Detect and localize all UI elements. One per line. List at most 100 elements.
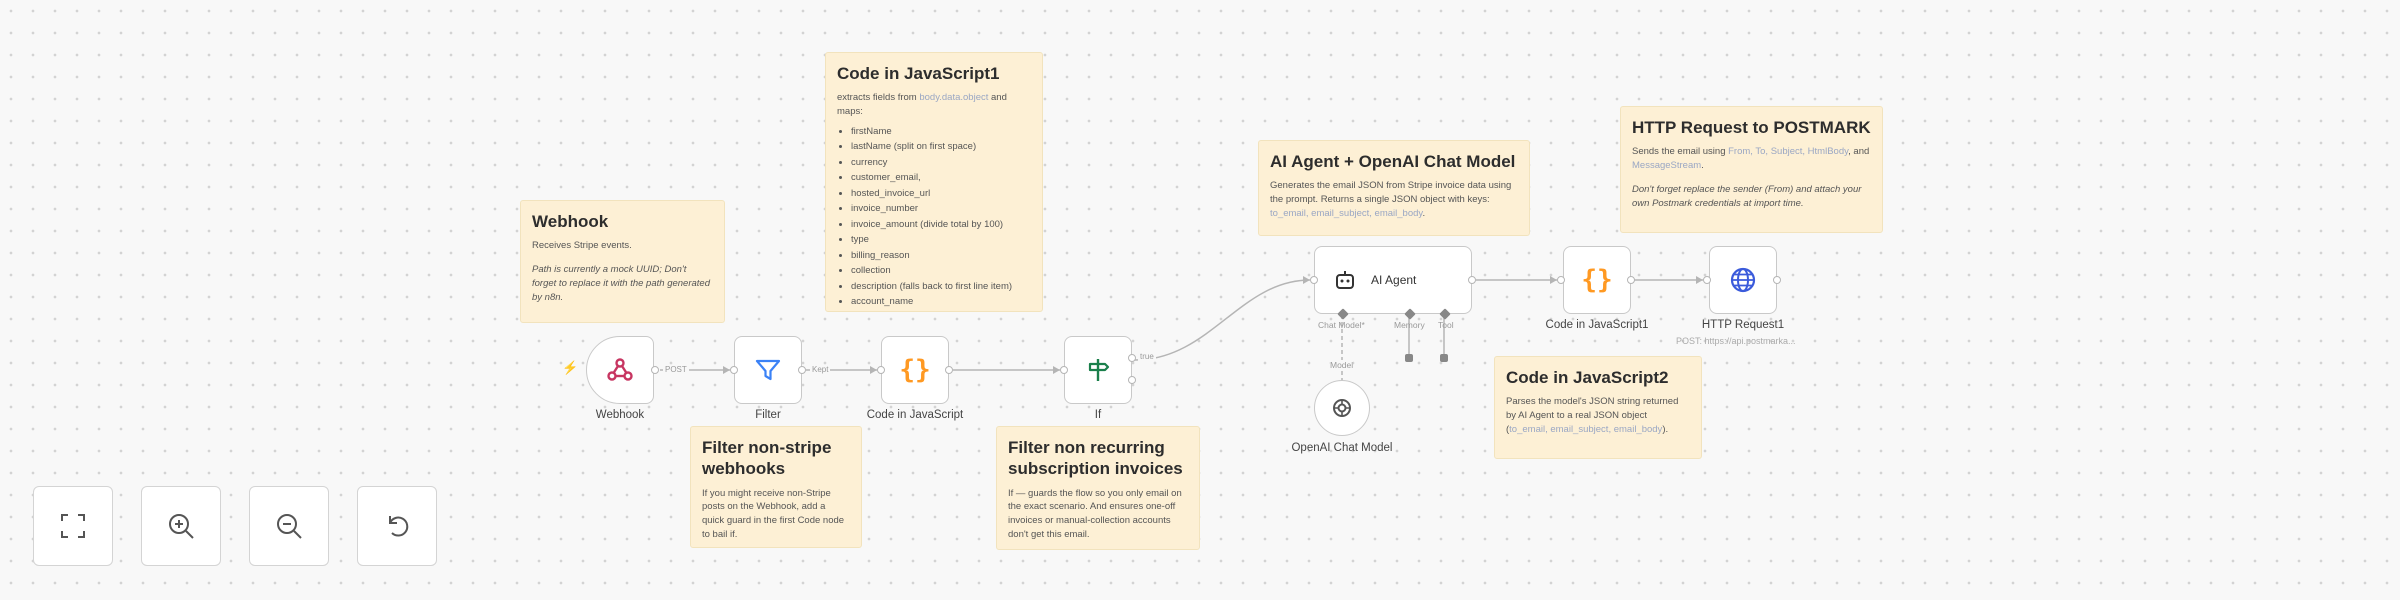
sticky-text-start: Parses the model's JSON string returned … — [1506, 396, 1679, 435]
output-handle[interactable] — [945, 366, 953, 374]
list-item: firstName — [851, 124, 1031, 140]
arrow-if-agent — [1303, 276, 1310, 284]
port-label-memory: Memory — [1394, 320, 1425, 330]
sticky-text: Receives Stripe events. — [532, 240, 632, 252]
sticky-text: If you might receive non-Stripe posts on… — [702, 487, 845, 540]
curly-braces-icon: {} — [899, 355, 931, 385]
sticky-note-text: Don't forget replace the sender (From) a… — [1632, 183, 1862, 209]
list-item: customer_email, — [851, 170, 1031, 186]
sticky-text-end: . — [1422, 207, 1426, 219]
robot-icon — [1336, 271, 1354, 289]
add-tool-button[interactable] — [1440, 354, 1448, 362]
node-label-code1: Code in JavaScript1 — [1545, 319, 1649, 331]
zoom-out-button[interactable] — [249, 486, 329, 566]
inline-code: body.data.object — [919, 92, 989, 104]
list-item: billing_reason — [851, 248, 1031, 264]
sticky-note-webhook[interactable]: Webhook Receives Stripe events. Path is … — [520, 200, 725, 323]
sticky-note-code2[interactable]: Code in JavaScript2 Parses the model's J… — [1494, 356, 1702, 459]
node-openai-chat-model[interactable] — [1314, 380, 1370, 436]
sticky-text: Sends the email using From, To, Subject,… — [1632, 145, 1871, 173]
arrow-filter-code — [870, 366, 877, 374]
list-item: hosted_invoice_url — [851, 186, 1031, 202]
sticky-text-end: . — [1701, 160, 1704, 172]
edge-label-kept: Kept — [810, 365, 831, 374]
input-handle[interactable] — [877, 366, 885, 374]
sticky-text-start: Sends the email using — [1632, 146, 1729, 158]
output-handle[interactable] — [1468, 276, 1476, 284]
arrow-webhook-filter — [723, 366, 730, 374]
edge-label-true: true — [1138, 352, 1156, 361]
node-http-request[interactable] — [1709, 246, 1777, 314]
sticky-text: Parses the model's JSON string returned … — [1506, 395, 1690, 436]
list-item: invoice_amount (divide total by 100) — [851, 217, 1031, 233]
node-label-openai: OpenAI Chat Model — [1291, 442, 1393, 454]
sticky-title: Filter non-stripe webhooks — [702, 438, 832, 479]
sticky-text-start: Generates the email JSON from Stripe inv… — [1270, 180, 1512, 206]
node-label-code: Code in JavaScript — [866, 409, 964, 421]
node-label-webhook: Webhook — [595, 409, 645, 421]
edge-label-post: POST — [663, 365, 689, 374]
sticky-note-postmark[interactable]: HTTP Request to POSTMARK Sends the email… — [1620, 106, 1883, 233]
field-list: firstName lastName (split on first space… — [837, 124, 1031, 310]
fit-view-button[interactable] — [33, 486, 113, 566]
inline-code: From, To, Subject, HtmlBody — [1728, 146, 1849, 158]
sticky-title: AI Agent + OpenAI Chat Model — [1270, 152, 1516, 171]
node-ai-agent[interactable]: AI Agent — [1314, 246, 1472, 314]
fit-view-icon — [61, 514, 85, 538]
edge-label-model: Model — [1330, 360, 1354, 370]
node-webhook[interactable] — [586, 336, 654, 404]
globe-icon — [1730, 267, 1756, 293]
sticky-note-filter[interactable]: Filter non-stripe webhooks If you might … — [690, 426, 862, 548]
port-label-tool: Tool — [1438, 320, 1454, 330]
sticky-text-end: and maps: — [837, 92, 1007, 118]
sticky-text: Generates the email JSON from Stripe inv… — [1270, 179, 1518, 220]
inline-code: to_email, email_subject, email_body — [1270, 207, 1423, 219]
sticky-note-code1[interactable]: Code in JavaScript1 extracts fields from… — [825, 52, 1043, 312]
arrow-code1-http — [1696, 276, 1703, 284]
output-handle[interactable] — [798, 366, 806, 374]
reset-zoom-button[interactable] — [357, 486, 437, 566]
sticky-title: Webhook — [532, 212, 609, 231]
sticky-title: Filter non recurring subscription invoic… — [1008, 438, 1183, 479]
input-handle[interactable] — [1703, 276, 1711, 284]
list-item: currency — [851, 155, 1031, 171]
node-code[interactable]: {} — [881, 336, 949, 404]
sticky-title: HTTP Request to POSTMARK — [1632, 118, 1871, 137]
list-item: type — [851, 232, 1031, 248]
output-handle-false[interactable] — [1128, 376, 1136, 384]
zoom-in-icon — [169, 514, 194, 539]
output-handle[interactable] — [1773, 276, 1781, 284]
inline-code: to_email, email_subject, email_body — [1509, 423, 1663, 435]
input-handle[interactable] — [1557, 276, 1565, 284]
list-item: lastName (split on first space) — [851, 139, 1031, 155]
list-item: invoice_number — [851, 201, 1031, 217]
sticky-note-text: Path is currently a mock UUID; Don't for… — [532, 264, 710, 303]
arrow-agent-code1 — [1550, 276, 1557, 284]
input-handle[interactable] — [730, 366, 738, 374]
sticky-text-start: extracts fields from — [837, 92, 920, 104]
node-sublabel-http: POST: https://api.postmarkа... — [1676, 336, 1796, 346]
list-item: collection — [851, 263, 1031, 279]
sticky-note-filter-recurring[interactable]: Filter non recurring subscription invoic… — [996, 426, 1200, 550]
zoom-out-icon — [277, 514, 302, 539]
openai-icon — [1333, 399, 1351, 417]
input-handle[interactable] — [1310, 276, 1318, 284]
output-handle[interactable] — [1627, 276, 1635, 284]
node-label-filter: Filter — [755, 409, 781, 421]
sticky-text: extracts fields from body.data.object an… — [837, 91, 1031, 119]
signpost-icon — [1088, 359, 1110, 381]
output-handle[interactable] — [651, 366, 659, 374]
sticky-title: Code in JavaScript2 — [1506, 368, 1669, 387]
node-if[interactable] — [1064, 336, 1132, 404]
zoom-in-button[interactable] — [141, 486, 221, 566]
sticky-note-agent[interactable]: AI Agent + OpenAI Chat Model Generates t… — [1258, 140, 1530, 236]
node-code1[interactable]: {} — [1563, 246, 1631, 314]
input-handle[interactable] — [1060, 366, 1068, 374]
trigger-bolt-icon: ⚡ — [562, 360, 579, 375]
funnel-icon — [755, 359, 781, 381]
output-handle-true[interactable] — [1128, 354, 1136, 362]
sticky-title: Code in JavaScript1 — [837, 64, 1000, 83]
node-filter[interactable] — [734, 336, 802, 404]
add-memory-button[interactable] — [1405, 354, 1413, 362]
